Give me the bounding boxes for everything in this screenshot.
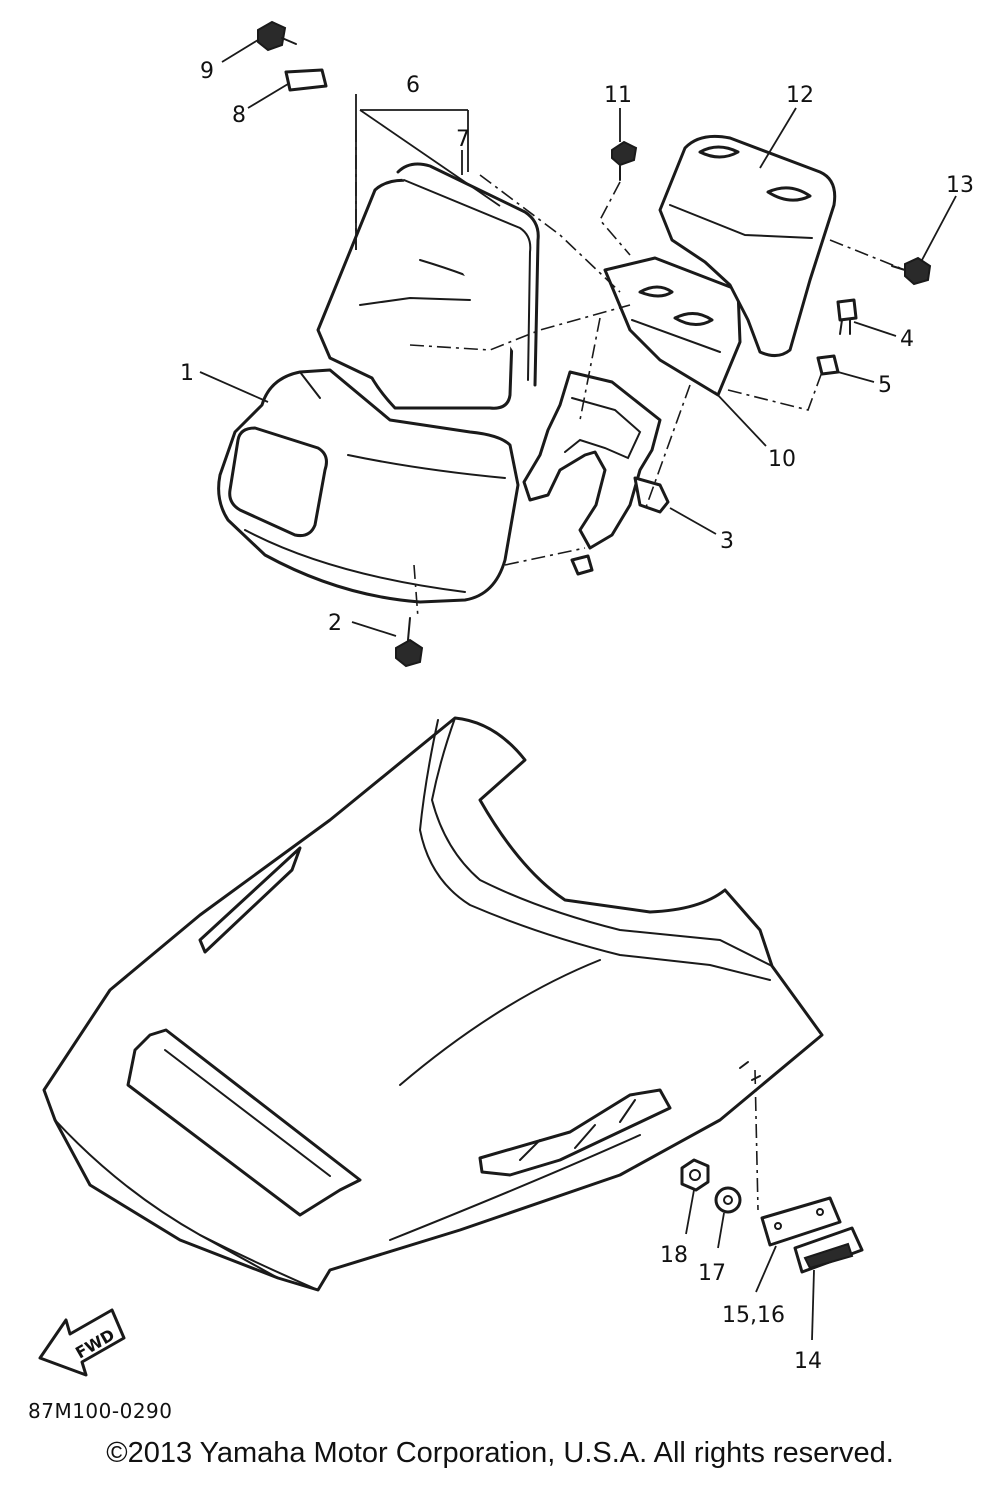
- hood: [42, 716, 824, 1292]
- reflector-14: [793, 1226, 864, 1274]
- headlight-cowling: [217, 368, 520, 604]
- callout-7: 7: [456, 127, 470, 152]
- lower-assembly-lines: [754, 1069, 759, 1211]
- bolt-4: [836, 298, 858, 335]
- bolt-9: [257, 20, 297, 52]
- callout-9: 9: [200, 59, 214, 84]
- nut-18: [680, 1158, 710, 1192]
- assembly-lines: [355, 130, 901, 619]
- upper-handlebar-cover: [658, 134, 837, 357]
- fwd-arrow: FWD: [38, 1308, 126, 1377]
- leader-lines: [199, 39, 957, 1341]
- callout-2: 2: [328, 611, 342, 636]
- mounting-bracket: [522, 370, 670, 576]
- callout-5: 5: [878, 373, 892, 398]
- callout-10: 10: [768, 447, 796, 472]
- callout-17: 17: [698, 1261, 726, 1286]
- callout-4: 4: [900, 327, 914, 352]
- callouts: 1 2 3 4 5 6 7 8 9 10 11 12 13 14 15,16 1…: [180, 59, 974, 1374]
- bolt-2: [395, 617, 424, 668]
- callout-8: 8: [232, 103, 246, 128]
- diagram-reference-code: 87M100-0290: [28, 1399, 173, 1423]
- callout-12: 12: [786, 83, 814, 108]
- callout-1: 1: [180, 361, 194, 386]
- lower-handlebar-cover: [603, 256, 742, 397]
- copyright-notice: ©2013 Yamaha Motor Corporation, U.S.A. A…: [106, 1437, 894, 1469]
- grommet-5: [816, 354, 840, 376]
- washer-17: [714, 1186, 742, 1214]
- callout-13: 13: [946, 173, 974, 198]
- screw-13: [891, 256, 932, 286]
- callout-14: 14: [794, 1349, 822, 1374]
- windshield-seal: [396, 162, 540, 387]
- callout-6: 6: [406, 73, 420, 98]
- screw-11: [611, 140, 638, 181]
- callout-11: 11: [604, 83, 632, 108]
- callout-3: 3: [720, 529, 734, 554]
- plate-nut-8: [284, 68, 328, 92]
- bracket-15-16: [760, 1196, 842, 1247]
- callout-15-16: 15,16: [722, 1303, 785, 1328]
- callout-18: 18: [660, 1243, 688, 1268]
